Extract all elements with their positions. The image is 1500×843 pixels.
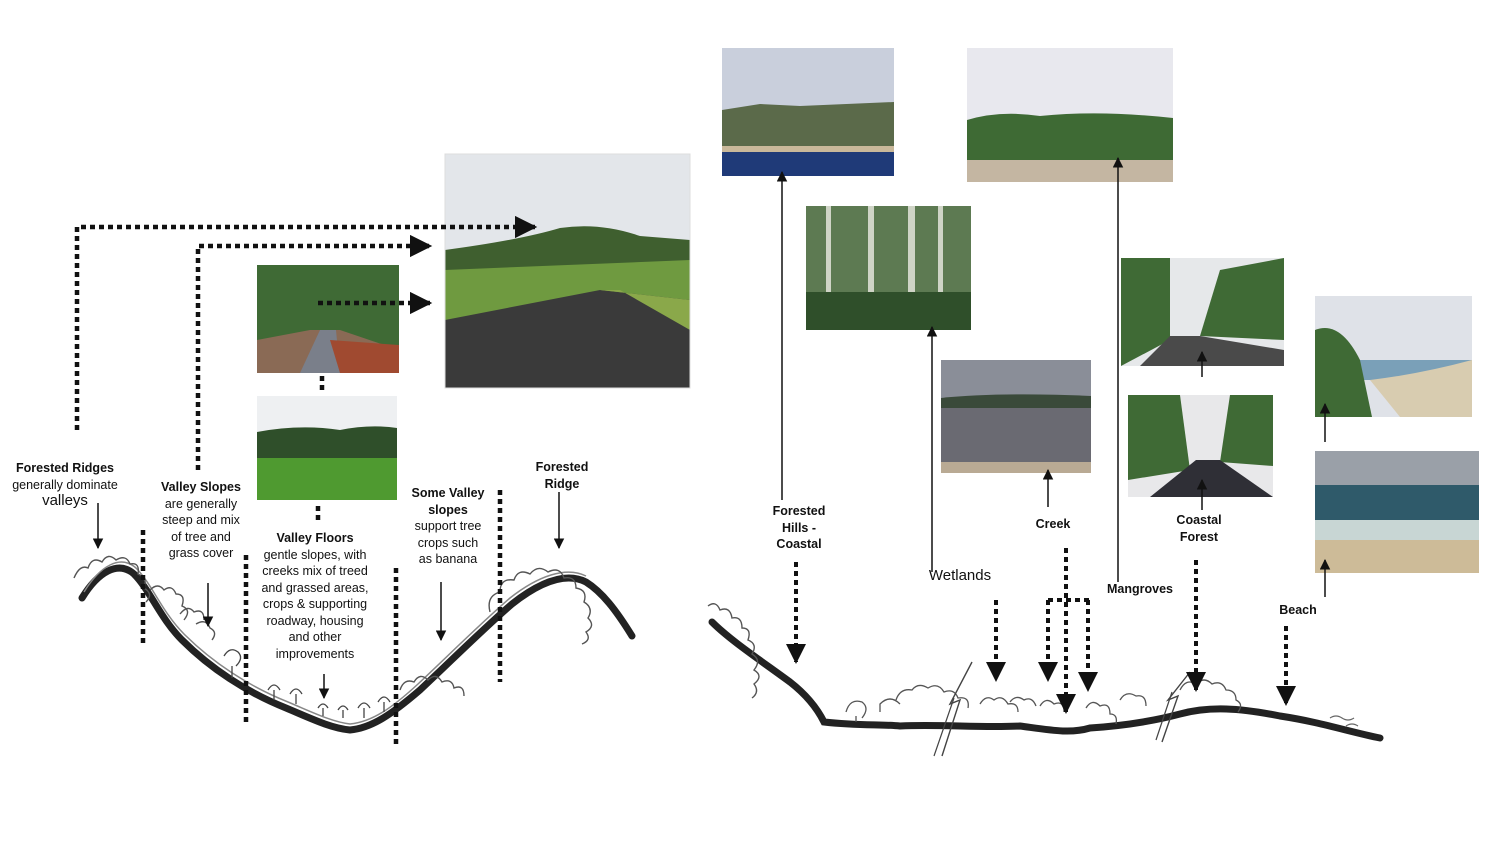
eucalypt-forest-photo [806,206,971,330]
road-valley-landscape-photo [444,153,691,389]
dotted-arrows-right [786,548,1296,714]
valley-floors-title: Valley Floors [276,531,354,545]
surf-beach-photo [1315,451,1479,573]
valley-floors-line: creeks mix of treed [262,564,368,578]
some-valley-slopes-line: as banana [418,552,478,566]
forested-hills-coast-photo [722,48,894,176]
valley-floors-line: and grassed areas, [261,580,369,595]
beach-title: Beach [1279,603,1317,617]
green-pasture-photo [257,396,397,500]
creek-wetland-photo [941,360,1091,473]
forested-hills-line: Hills - [781,520,817,535]
forested-ridges-label: Forested Ridges generally dominate valle… [6,460,124,510]
valley-floors-label: Valley Floors gentle slopes, with creeks… [254,530,376,662]
bush-road-photo [257,265,399,373]
valley-slopes-line: grass cover [168,546,234,560]
forested-ridges-title: Forested Ridges [16,461,114,475]
dotted-connector-lines [74,215,538,745]
valley-floors-line: roadway, housing [266,613,364,628]
forested-ridge-label: Forested Ridge [522,459,602,492]
some-valley-slopes-line: crops such [417,535,479,550]
coastal-forest-line: Forest [1179,529,1219,544]
valley-floors-line: and other [288,630,342,644]
forested-ridge-title-1: Forested [535,460,589,474]
some-valley-slopes-label: Some Valley slopes support tree crops su… [400,485,496,568]
solid-arrows [92,156,1331,700]
pandanus-beach-photo [1315,296,1472,417]
valley-slopes-title: Valley Slopes [161,480,241,494]
valley-slopes-label: Valley Slopes are generally steep and mi… [150,479,252,562]
coastal-road-photo [1128,395,1273,497]
wetlands-label: Wetlands [928,567,992,584]
mangroves-title: Mangroves [1107,582,1173,596]
forested-ridges-line2: valleys [42,492,88,509]
coastal-forest-label: Coastal Forest [1160,512,1238,545]
coastal-terrain-profile [707,603,1384,757]
some-valley-slopes-title-2: slopes [428,502,468,517]
valley-terrain-profile [73,555,636,734]
valley-slopes-line: of tree and [171,529,231,544]
beach-label: Beach [1268,602,1328,619]
forested-hills-coastal-label: Forested Hills - Coastal [758,503,840,553]
valley-floors-line: improvements [275,646,355,661]
valley-floors-line: crops & supporting [262,597,368,611]
creek-label: Creek [1020,516,1086,533]
some-valley-slopes-title-1: Some Valley [411,486,485,500]
forested-hills-line: Forested [772,504,826,518]
forested-hills-line: Coastal [776,537,822,551]
forested-ridge-title-2: Ridge [544,476,580,491]
forested-ridges-line1: generally dominate [12,477,118,492]
mangroves-label: Mangroves [1096,581,1184,598]
mangrove-estuary-photo [967,48,1173,182]
valley-slopes-line: steep and mix [162,513,240,527]
creek-title: Creek [1035,517,1071,531]
valley-floors-line: gentle slopes, with [263,547,367,562]
some-valley-slopes-line: support tree [414,519,482,533]
valley-slopes-line: are generally [164,496,238,511]
coastal-forest-line: Coastal [1176,513,1222,527]
coastal-forest-road-photo [1121,258,1284,366]
